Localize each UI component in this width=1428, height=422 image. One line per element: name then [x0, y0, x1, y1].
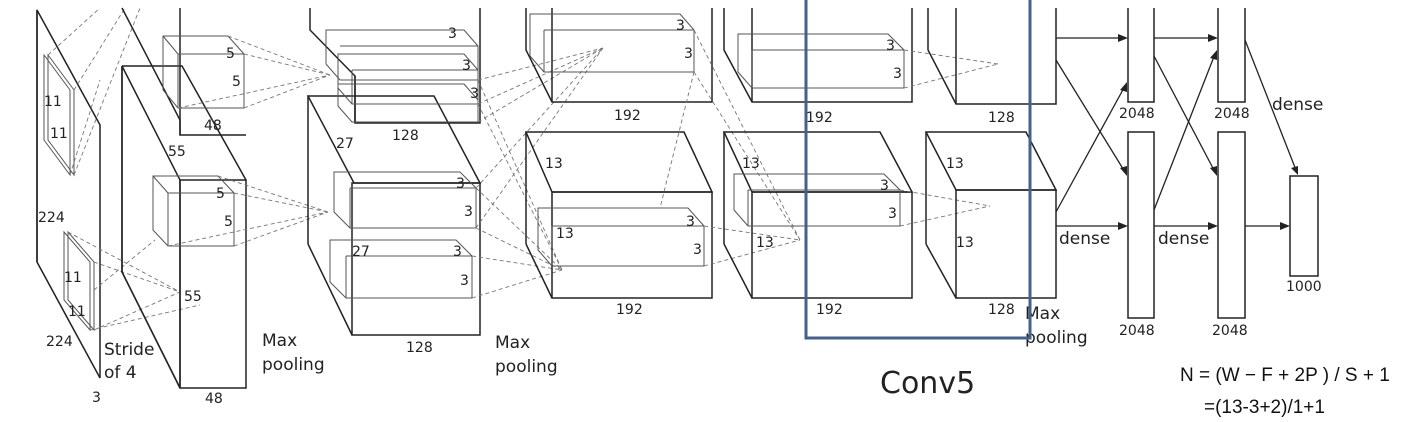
input-size-side: 224 [38, 210, 65, 226]
conv3-projections [659, 29, 801, 267]
conv3-layer: 3 3 192 13 3 13 3 192 [524, 8, 714, 318]
output-size-formula-instance: =(13-3+2)/1+1 [1204, 397, 1325, 418]
conv4-size-b: 13 [756, 235, 774, 251]
pool1-label-line2: pooling [262, 355, 325, 375]
conv1-depth-bottom: 48 [205, 391, 223, 407]
conv3-kernel-b: 3 [684, 46, 693, 62]
conv1-kernel-top-b: 5 [232, 74, 241, 90]
conv1-size: 55 [168, 144, 186, 160]
conv2-size-b: 27 [352, 244, 370, 260]
conv3-kernel-a: 3 [676, 18, 685, 34]
conv2-kernel-c: 3 [470, 86, 479, 102]
conv5-size-b: 13 [956, 235, 974, 251]
output-size-formula: N = (W − F + 2P ) / S + 1 [1180, 365, 1390, 386]
conv1-kernel-top-a: 5 [226, 46, 235, 62]
conv5-layer: 128 13 13 128 Max pooling [924, 8, 1088, 348]
fc6-top-size: 2048 [1119, 106, 1155, 122]
conv2-kernel-f: 3 [453, 244, 462, 260]
conv1-kernel-bottom-b: 5 [224, 214, 233, 230]
conv2-kernel-g: 3 [460, 273, 469, 289]
conv5-depth-top: 128 [988, 110, 1015, 126]
conv5-depth-bottom: 128 [988, 302, 1015, 318]
conv2-kernel-b: 3 [462, 58, 471, 74]
dense-label-fc6: dense [1059, 229, 1110, 249]
input-kernel-label-b: 11 [50, 126, 68, 142]
conv2-depth-bottom: 128 [406, 340, 433, 356]
stride-label-line2: of 4 [104, 363, 137, 383]
output-size: 1000 [1286, 279, 1322, 295]
pool1-label-line1: Max [262, 331, 297, 351]
fc-layers: 2048 2048 dense dense dense 2048 2048 10… [1055, 8, 1323, 339]
conv4-size-a: 13 [742, 156, 760, 172]
pool2-label-line1: Max [495, 333, 530, 353]
conv5-highlight-label: Conv5 [880, 366, 975, 401]
fc7-top-size: 2048 [1214, 106, 1250, 122]
conv4-depth-top: 192 [806, 110, 833, 126]
conv2-depth-top: 128 [392, 128, 419, 144]
dense-label-fc7: dense [1158, 229, 1209, 249]
fc7-bottom-size: 2048 [1212, 323, 1248, 339]
input-kernel-label-d: 11 [68, 304, 86, 320]
conv1-projections [167, 35, 331, 247]
input-layer: 11 11 224 11 11 224 3 Stride of 4 [36, 9, 154, 406]
conv3-size-a: 13 [545, 156, 563, 172]
conv2-kernel-a: 3 [448, 26, 457, 42]
conv4-kernel-d: 3 [888, 206, 897, 222]
conv5-highlight-box [804, 0, 1032, 340]
conv3-kernel-d: 3 [693, 242, 702, 258]
conv4-kernel-a: 3 [886, 38, 895, 54]
conv2-size: 27 [336, 136, 354, 152]
conv3-size-b: 13 [556, 226, 574, 242]
conv2-layer: 3 3 3 128 27 3 3 27 3 3 128 Max pooling [306, 8, 558, 377]
input-kernel-label-c: 11 [64, 270, 82, 286]
conv3-kernel-c: 3 [686, 214, 695, 230]
conv3-depth-bottom: 192 [616, 302, 643, 318]
pool2-label-line2: pooling [495, 357, 558, 377]
conv2-kernel-e: 3 [464, 204, 473, 220]
conv4-depth-bottom: 192 [816, 302, 843, 318]
input-size-bottom: 224 [46, 334, 73, 350]
dense-label-top: dense [1272, 95, 1323, 115]
conv4-projections [899, 49, 999, 227]
fc6-bottom-size: 2048 [1119, 323, 1155, 339]
pool3-label-line2: pooling [1025, 328, 1088, 348]
conv4-layer: 3 3 192 13 3 3 13 192 [722, 8, 914, 318]
conv2-projections [471, 47, 604, 299]
conv1-kernel-bottom-a: 5 [216, 186, 225, 202]
conv4-kernel-c: 3 [880, 178, 889, 194]
conv3-depth-top: 192 [614, 108, 641, 124]
conv5-size-a: 13 [946, 156, 964, 172]
input-kernel-label-a: 11 [44, 94, 62, 110]
conv4-kernel-b: 3 [893, 66, 902, 82]
conv2-kernel-d: 3 [456, 176, 465, 192]
input-depth: 3 [92, 390, 101, 406]
conv1-size-b: 55 [184, 289, 202, 305]
stride-label-line1: Stride [104, 340, 154, 360]
conv1-depth-top: 48 [204, 118, 222, 134]
pool3-label-line1: Max [1025, 304, 1060, 324]
